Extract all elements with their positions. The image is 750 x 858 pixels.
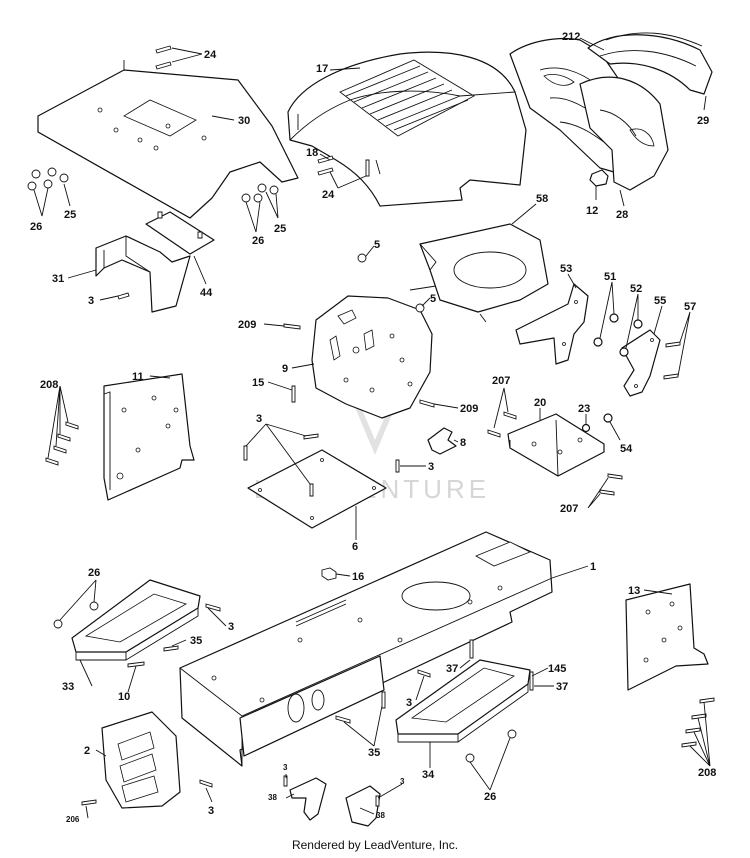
- part-8-clamp: [427, 427, 457, 455]
- callout-207: 207: [492, 375, 510, 387]
- callout-5: 5: [430, 293, 436, 305]
- callout-53: 53: [560, 263, 572, 275]
- part-13-side-panel: [625, 583, 709, 691]
- part-38-bracket-left: [289, 777, 327, 821]
- part-51-nut-lower: [593, 337, 603, 347]
- part-53-bracket: [515, 283, 589, 365]
- callout-15: 15: [252, 377, 264, 389]
- callout-13: 13: [628, 585, 640, 597]
- callout-24: 24: [322, 189, 335, 201]
- part-44-plate: [145, 211, 215, 255]
- callout-20: 20: [534, 397, 546, 409]
- part-29-dash-trim: [587, 32, 713, 95]
- callout-25: 25: [64, 209, 76, 221]
- callout-38: 38: [376, 811, 385, 820]
- hood-grille: [339, 59, 475, 137]
- callout-55: 55: [654, 295, 666, 307]
- callout-3: 3: [208, 805, 214, 817]
- callout-30: 30: [238, 115, 250, 127]
- part-30-hood-panel: [37, 60, 299, 219]
- part-20-tray: [507, 413, 605, 477]
- callout-1: 1: [590, 561, 596, 573]
- callout-26: 26: [88, 567, 100, 579]
- callout-3: 3: [88, 295, 94, 307]
- callout-26: 26: [30, 221, 42, 233]
- part-33-footrest: [71, 579, 201, 661]
- callout-33: 33: [62, 681, 74, 693]
- part-6-plate: [247, 449, 387, 529]
- callout-5: 5: [374, 239, 380, 251]
- callout-54: 54: [620, 443, 633, 455]
- callout-58: 58: [536, 193, 548, 205]
- callout-35: 35: [190, 635, 202, 647]
- part-51-nut-upper: [609, 313, 619, 323]
- callout-44: 44: [200, 287, 213, 299]
- callout-208: 208: [40, 379, 58, 391]
- callout-11: 11: [132, 371, 144, 383]
- callout-17: 17: [316, 63, 328, 75]
- callout-208: 208: [698, 767, 716, 779]
- part-52-washer-lower: [619, 347, 629, 357]
- part-23-nut: [581, 423, 591, 433]
- callout-25: 25: [274, 223, 286, 235]
- callout-37: 37: [556, 681, 568, 693]
- callout-10: 10: [118, 691, 130, 703]
- callout-51: 51: [604, 271, 616, 283]
- part-58-shroud: [409, 223, 549, 323]
- part-31-bracket: [95, 235, 191, 313]
- callout-3: 3: [400, 777, 405, 786]
- part-9-dash-plate: [311, 295, 433, 419]
- part-12-clip: [589, 169, 609, 187]
- callout-209: 209: [460, 403, 478, 415]
- callout-207: 207: [560, 503, 578, 515]
- part-54-push-nut: [603, 413, 613, 423]
- part-28-dash-housing: [579, 76, 669, 191]
- callout-31: 31: [52, 273, 64, 285]
- callout-3: 3: [256, 413, 262, 425]
- callout-9: 9: [282, 363, 288, 375]
- callout-145: 145: [548, 663, 566, 675]
- part-52-washer-upper: [633, 319, 643, 329]
- callout-28: 28: [616, 209, 628, 221]
- callout-52: 52: [630, 283, 642, 295]
- callout-35: 35: [368, 747, 380, 759]
- callout-209: 209: [238, 319, 256, 331]
- callout-26: 26: [484, 791, 496, 803]
- callout-206: 206: [66, 815, 80, 824]
- part-38-bracket-right: [345, 785, 381, 827]
- callout-34: 34: [422, 769, 435, 781]
- callout-37: 37: [446, 663, 458, 675]
- callout-38: 38: [268, 793, 277, 802]
- callout-2: 2: [84, 745, 90, 757]
- part-11-side-panel: [103, 373, 195, 501]
- callout-18: 18: [306, 147, 318, 159]
- callout-24: 24: [204, 49, 217, 61]
- part-2-bracket: [101, 711, 181, 809]
- leader-lines: [33, 37, 711, 819]
- callout-labels: 24 30 17 212 29 18 24 25 26 26 25 12 28 …: [30, 31, 716, 824]
- callout-12: 12: [586, 205, 598, 217]
- part-34-footrest: [395, 659, 531, 743]
- part-55-bracket: [621, 329, 661, 397]
- footer-credit: Rendered by LeadVenture, Inc.: [291, 838, 459, 852]
- callout-8: 8: [460, 437, 466, 449]
- callout-3: 3: [228, 621, 234, 633]
- callout-212: 212: [562, 31, 580, 43]
- callout-26: 26: [252, 235, 264, 247]
- callout-23: 23: [578, 403, 590, 415]
- callout-3: 3: [406, 697, 412, 709]
- callout-3: 3: [428, 461, 434, 473]
- callout-16: 16: [352, 571, 364, 583]
- callout-3: 3: [283, 763, 288, 772]
- callout-6: 6: [352, 541, 358, 553]
- part-1-frame: [179, 531, 553, 767]
- fasteners: [27, 45, 715, 807]
- callout-57: 57: [684, 301, 696, 313]
- part-17-hood: [287, 51, 527, 207]
- callout-29: 29: [697, 115, 709, 127]
